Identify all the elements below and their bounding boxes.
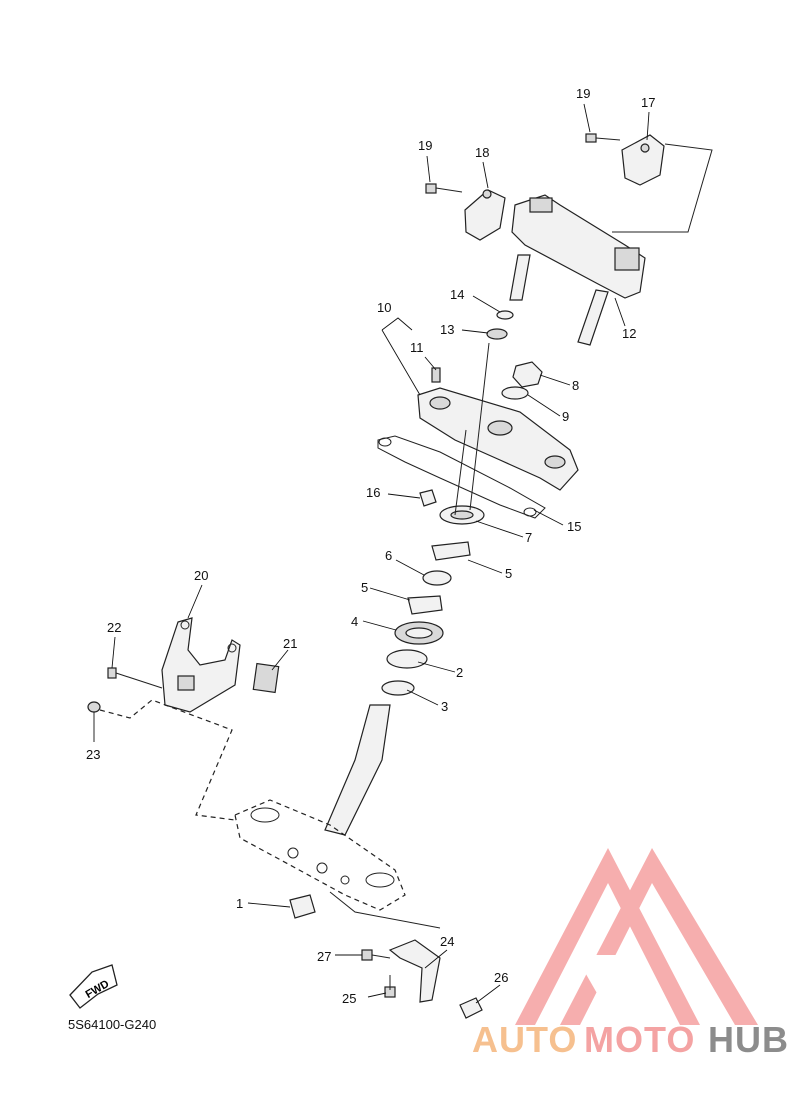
callout-10: 10	[377, 300, 391, 315]
callout-27: 27	[317, 949, 331, 964]
leader-lines	[93, 103, 650, 1004]
lower-bracket	[361, 939, 483, 1019]
upper-bracket	[417, 310, 579, 491]
cable-guide	[377, 435, 546, 519]
watermark-moto: MOTO	[584, 1019, 695, 1060]
callout-6: 6	[385, 548, 392, 563]
callout-2: 2	[456, 665, 463, 680]
side-bracket	[87, 617, 280, 821]
handlebar-holder-assembly	[425, 133, 713, 346]
callout-14: 14	[450, 287, 464, 302]
steering-stack	[381, 342, 490, 696]
document-code: 5S64100-G240	[68, 1017, 156, 1032]
watermark-wordmark: AUTO MOTO HUB	[472, 1019, 789, 1060]
callout-25: 25	[342, 991, 356, 1006]
callout-12: 12	[622, 326, 636, 341]
callout-18: 18	[475, 145, 489, 160]
under-bracket	[234, 704, 441, 929]
callout-labels: 1 2 3 4 5 5 6 7 8 9 10 11 12 13 14 15 16…	[86, 86, 655, 1006]
callout-1: 1	[236, 896, 243, 911]
callout-19-left: 19	[418, 138, 432, 153]
callout-5-left: 5	[361, 580, 368, 595]
callout-3: 3	[441, 699, 448, 714]
callout-11: 11	[410, 340, 424, 355]
fwd-arrow-icon: FWD	[69, 964, 118, 1009]
callout-20: 20	[194, 568, 208, 583]
callout-4: 4	[351, 614, 358, 629]
callout-9: 9	[562, 409, 569, 424]
callout-16: 16	[366, 485, 380, 500]
callout-23: 23	[86, 747, 100, 762]
callout-17: 17	[641, 95, 655, 110]
callout-7: 7	[525, 530, 532, 545]
callout-8: 8	[572, 378, 579, 393]
watermark-hub: HUB	[708, 1019, 789, 1060]
callout-21: 21	[283, 636, 297, 651]
callout-24: 24	[440, 934, 454, 949]
callout-19-right: 19	[576, 86, 590, 101]
callout-5-right: 5	[505, 566, 512, 581]
callout-13: 13	[440, 322, 454, 337]
watermark-logo	[515, 848, 758, 1025]
callout-26: 26	[494, 970, 508, 985]
callout-15: 15	[567, 519, 581, 534]
callout-22: 22	[107, 620, 121, 635]
watermark-auto: AUTO	[472, 1019, 577, 1060]
